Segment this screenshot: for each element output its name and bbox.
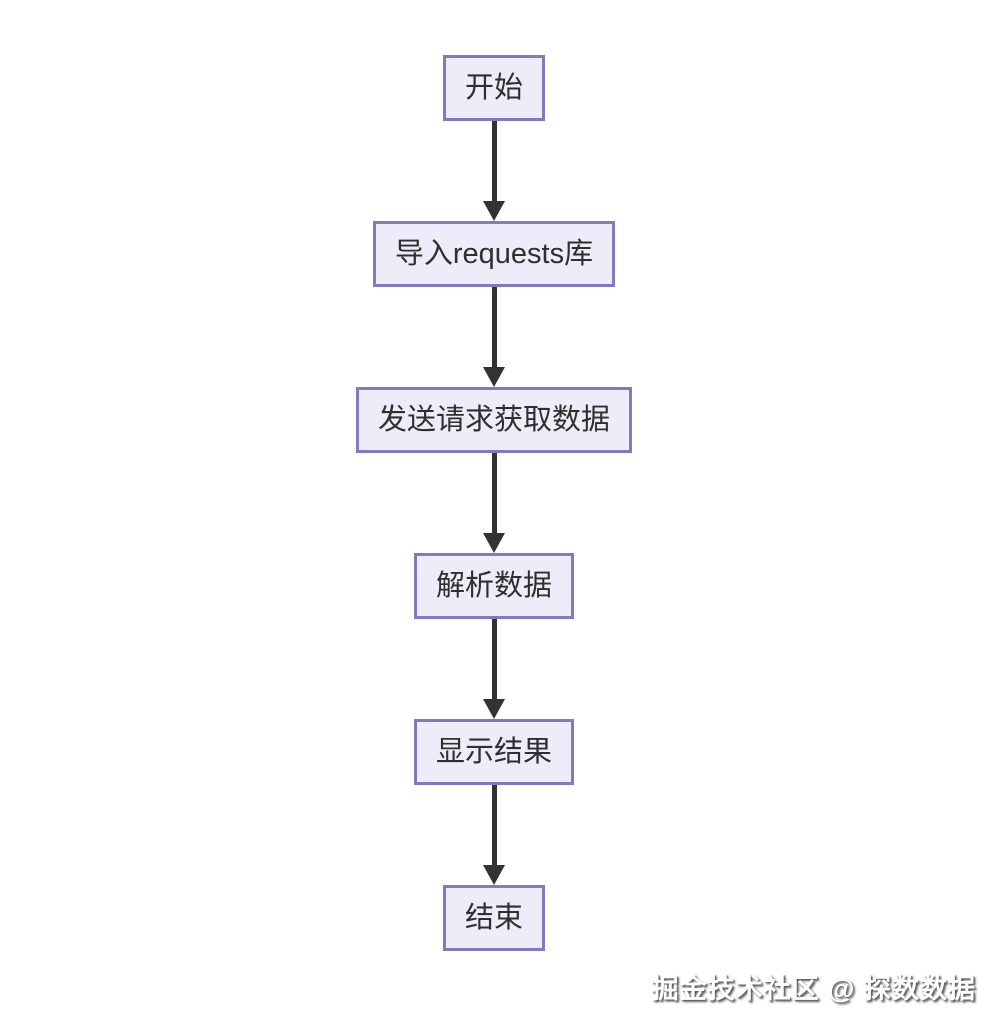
flow-node-parse-data: 解析数据 [413, 553, 574, 619]
arrow-line [491, 785, 497, 865]
flowchart-column: 开始 导入requests库 发送请求获取数据 解析数据 显示结 [355, 55, 632, 951]
flow-node-label: 开始 [464, 71, 523, 104]
arrow-line [491, 619, 497, 699]
flow-node-show-result: 显示结果 [413, 719, 574, 785]
arrow-down-icon [483, 699, 505, 719]
flow-arrow [483, 287, 505, 387]
flow-arrow [483, 453, 505, 553]
flow-node-label: 显示结果 [435, 735, 552, 768]
arrow-line [491, 121, 497, 201]
flow-arrow [483, 619, 505, 719]
flow-node-label: 解析数据 [435, 569, 552, 602]
flow-node-label: 发送请求获取数据 [377, 403, 610, 436]
flow-node-start: 开始 [442, 55, 545, 121]
arrow-down-icon [483, 865, 505, 885]
flow-node-import: 导入requests库 [372, 221, 616, 287]
watermark: 掘金技术社区 @ 探数数据 [651, 974, 976, 1004]
arrow-line [491, 287, 497, 367]
flow-node-label: 导入requests库 [394, 237, 594, 270]
arrow-down-icon [483, 533, 505, 553]
arrow-line [491, 453, 497, 533]
flow-node-send-request: 发送请求获取数据 [355, 387, 632, 453]
arrow-down-icon [483, 367, 505, 387]
flow-arrow [483, 785, 505, 885]
flow-node-end: 结束 [442, 885, 545, 951]
flow-arrow [483, 121, 505, 221]
arrow-down-icon [483, 201, 505, 221]
flow-node-label: 结束 [464, 901, 523, 934]
